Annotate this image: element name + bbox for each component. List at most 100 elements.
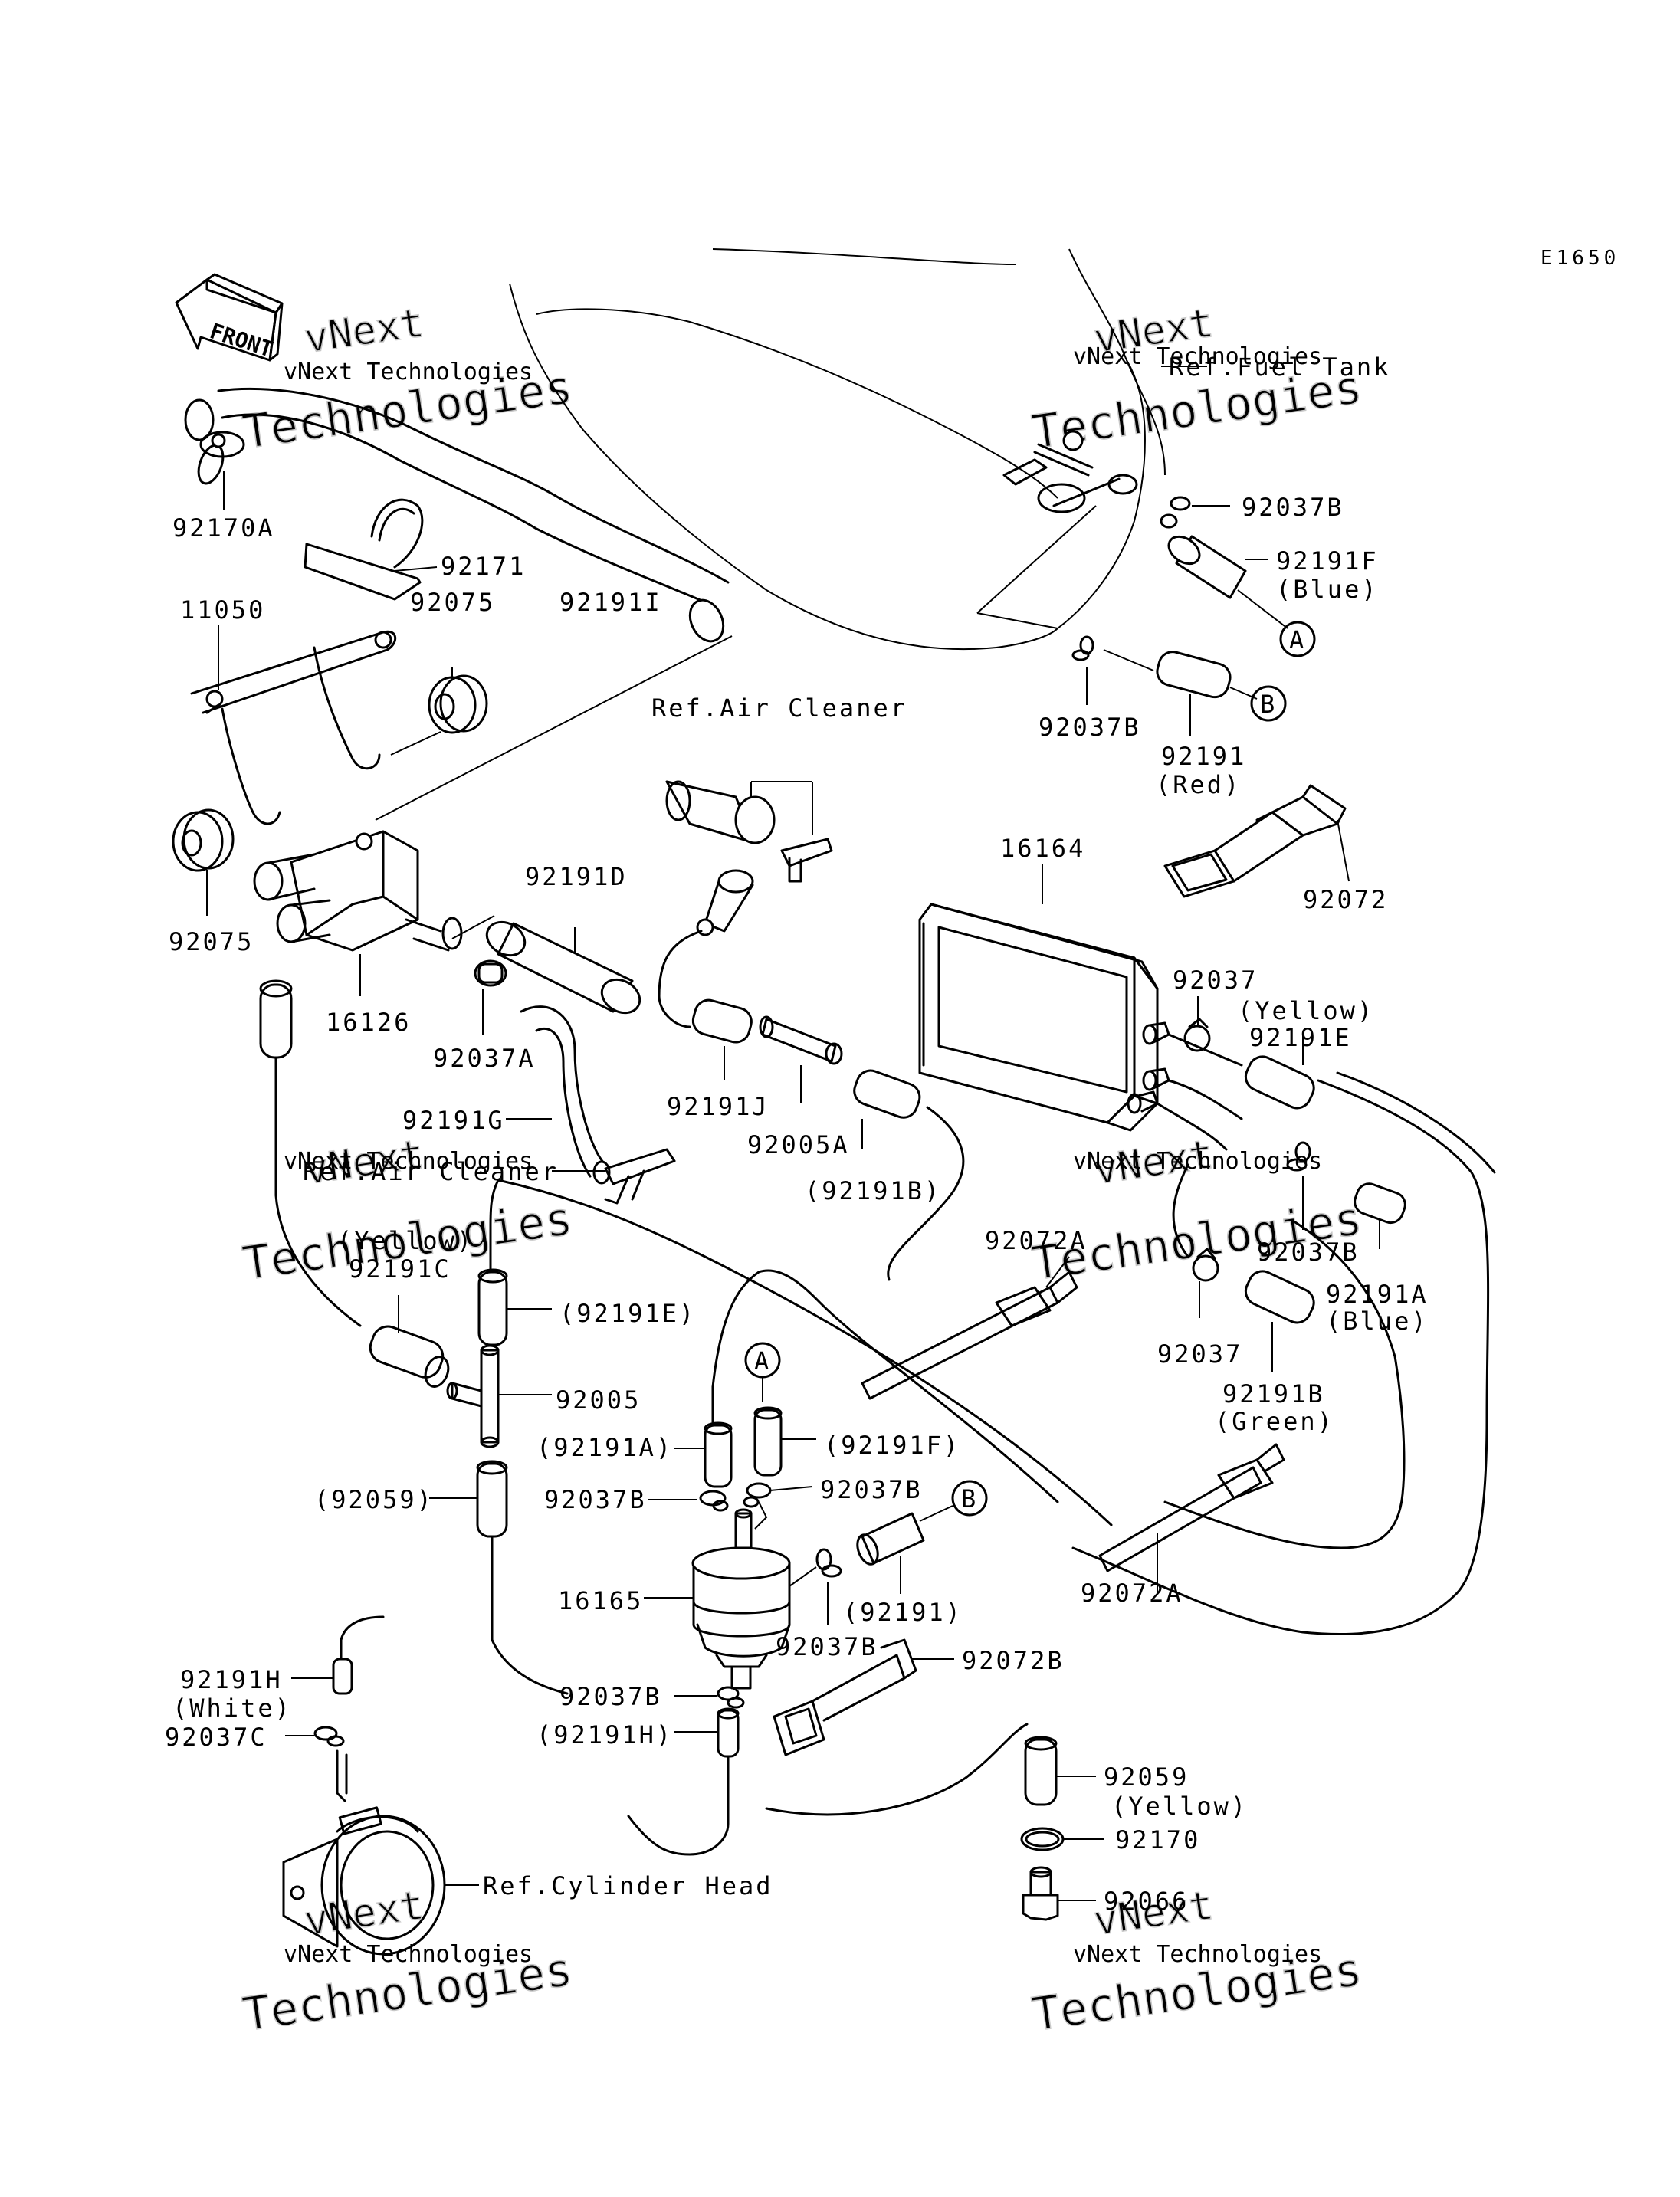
hose-92191J-icon: [658, 869, 754, 1080]
label-92191A-color: (Blue): [1326, 1307, 1429, 1336]
clip-92037-upper-icon: [1183, 996, 1211, 1052]
band-92072A-lower-icon: [1098, 1443, 1285, 1594]
hose-92191D-icon: [485, 920, 641, 1015]
label-92191F: 92191F: [1276, 546, 1379, 575]
label-92037B-4: 92037B: [544, 1485, 647, 1514]
label-92191D: 92191D: [525, 862, 628, 891]
bracket-11050-icon: [190, 625, 397, 825]
cylinder-head-fitting-icon: [282, 1749, 479, 1956]
hose-92191B-paren-icon: [853, 1069, 965, 1281]
svg-text:B: B: [961, 1484, 976, 1513]
label-92191-color: (Red): [1156, 770, 1241, 799]
label-92191E-paren: (92191E): [559, 1299, 696, 1328]
label-92191H: 92191H: [180, 1665, 283, 1694]
svg-text:A: A: [754, 1346, 769, 1376]
label-92170A: 92170A: [172, 513, 275, 543]
clip-92037B-filter-right-icon: [743, 1482, 813, 1530]
label-92191A-paren: (92191A): [536, 1433, 673, 1462]
watermark-top-left: vNext Technologies vNext Technologies: [239, 300, 577, 461]
label-92191H-color: (White): [172, 1694, 292, 1723]
fuel-filter-16165-icon: [644, 1508, 791, 1690]
label-92037B-2: 92037B: [1039, 713, 1141, 742]
valve-16126-icon: [253, 830, 495, 996]
clip-92037B-second-icon: [1071, 635, 1154, 705]
ref-cylinder-head-label: Ref.Cylinder Head: [483, 1871, 773, 1900]
svg-text:B: B: [1260, 690, 1275, 719]
bracket-92171-icon: [304, 498, 438, 601]
label-92072B: 92072B: [962, 1646, 1065, 1675]
label-92191C-color: (Yellow): [337, 1226, 474, 1255]
label-16164: 16164: [1000, 834, 1085, 863]
label-92037-1: 92037: [1173, 966, 1258, 995]
label-92191B-paren: (92191B): [805, 1176, 941, 1205]
band-92072-icon: [1163, 784, 1350, 898]
label-92037B-1: 92037B: [1242, 493, 1344, 522]
hose-92191-red-icon: [1156, 651, 1258, 736]
label-92072A-1: 92072A: [985, 1226, 1088, 1255]
watermark-mid-right: vNext Technologies vNext Technologies: [1029, 1131, 1367, 1292]
label-92059-paren: (92059): [314, 1485, 434, 1514]
tee-92005-icon: [446, 1344, 552, 1448]
label-92191E: 92191E: [1249, 1023, 1352, 1052]
label-92191F-paren: (92191F): [824, 1431, 960, 1460]
fuel-tank-outline: [509, 248, 1166, 651]
clamp-92170-icon: [1020, 1827, 1104, 1851]
hose-92191I: [217, 387, 733, 821]
hose-92191E-icon: [1244, 1035, 1315, 1110]
label-92191C: 92191C: [349, 1254, 451, 1284]
label-92191I: 92191I: [559, 588, 662, 617]
label-92072: 92072: [1303, 885, 1388, 914]
label-92037B-3: 92037B: [1257, 1238, 1360, 1267]
clip-92037B-bottom-icon: [674, 1686, 745, 1709]
label-92171: 92171: [441, 552, 526, 581]
diagram-code: E1650: [1541, 247, 1619, 270]
label-92066: 92066: [1104, 1887, 1189, 1916]
ref-fuel-tank-label: Ref.Fuel Tank: [1169, 353, 1390, 382]
hose-92191F-icon: [1167, 535, 1288, 629]
ref-air-cleaner-mid-label: Ref.Air Cleaner: [303, 1157, 559, 1186]
canister-hoses: [1071, 1033, 1496, 1635]
label-92037B-7: 92037B: [559, 1682, 662, 1711]
air-cleaner-fitting-top: [665, 780, 833, 883]
callout-A-mid: A: [744, 1342, 781, 1402]
grommet-92075-left-icon: [172, 808, 235, 916]
clip-92037B-filter-lower-icon: [789, 1548, 842, 1625]
label-92037B-6: 92037B: [776, 1632, 878, 1661]
ref-air-cleaner-top-label: Ref.Air Cleaner: [651, 694, 907, 723]
hose-92191G-icon: [506, 1005, 676, 1205]
label-92005A: 92005A: [747, 1130, 850, 1159]
label-92037C: 92037C: [165, 1723, 267, 1752]
bottom-hose-line: [765, 1723, 1029, 1816]
hose-92191E-paren-icon: [477, 1268, 552, 1346]
label-11050: 11050: [180, 595, 265, 625]
label-92170: 92170: [1115, 1825, 1200, 1854]
tank-fittings: [1002, 430, 1138, 513]
cap-92066-icon: [1022, 1866, 1096, 1921]
svg-text:vNext: vNext: [301, 300, 426, 362]
watermark-bottom-left: vNext Technologies vNext Technologies: [239, 1882, 577, 2043]
band-92072A-upper-icon: [861, 1256, 1078, 1400]
pipe-92005A-icon: [759, 1015, 843, 1103]
front-arrow-icon: FRONT: [175, 273, 284, 362]
label-92191B-color: (Green): [1215, 1407, 1334, 1436]
watermark-label-1: vNext Technologies: [284, 359, 533, 385]
label-92072A-2: 92072A: [1081, 1579, 1183, 1608]
canister-16164-icon: [918, 864, 1170, 1132]
hose-92191-paren-icon: [856, 1512, 925, 1594]
callout-B-top: B: [1250, 685, 1287, 722]
label-92191G: 92191G: [402, 1106, 505, 1135]
label-92191H-paren: (92191H): [536, 1720, 673, 1749]
label-92059: 92059: [1104, 1763, 1189, 1792]
hose-92191B-green-icon: [1244, 1270, 1315, 1372]
label-92075-left: 92075: [169, 927, 254, 956]
label-92191: 92191: [1161, 742, 1246, 771]
band-92072B-icon: [773, 1638, 954, 1756]
label-92191B: 92191B: [1222, 1379, 1325, 1408]
watermark-label-6: vNext Technologies: [1073, 1941, 1322, 1968]
label-92191A: 92191A: [1326, 1280, 1429, 1309]
label-92191-paren: (92191): [843, 1598, 963, 1627]
clip-92037B-canister-icon: [1286, 1141, 1311, 1230]
front-arrow-label: FRONT: [207, 318, 276, 362]
hose-left-vertical: [259, 979, 362, 1327]
label-92037A: 92037A: [433, 1044, 536, 1073]
